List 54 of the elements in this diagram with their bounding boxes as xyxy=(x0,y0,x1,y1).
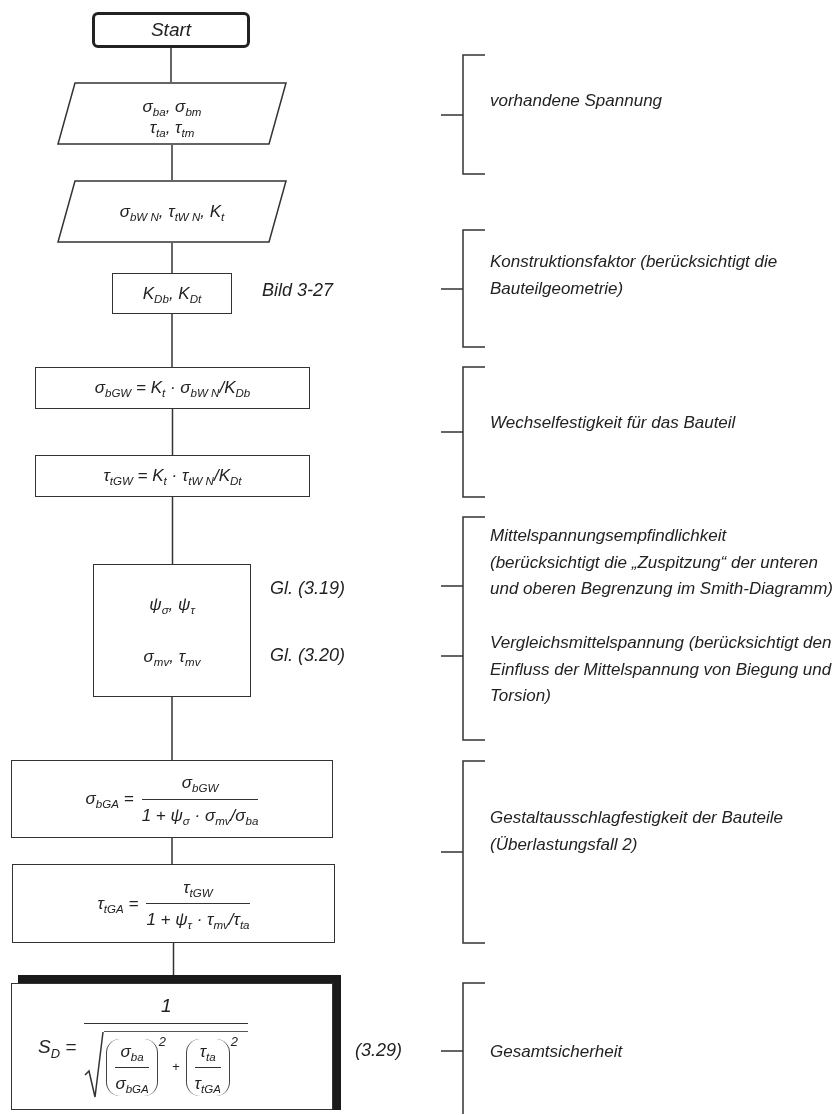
annotation-text: Wechselfestigkeit für das Bauteil xyxy=(490,412,737,434)
formula-text: τ$_{tGW}$ = K$_{t}$ · τ$_{tW N}$/K$_{Dt}$ xyxy=(103,465,242,487)
reference-text: Gl. (3.19) xyxy=(270,578,346,599)
formula-text: τ$_{ta}$ xyxy=(199,1040,216,1062)
formula-text: 1 xyxy=(160,994,172,1018)
formula-text: σ$_{bGW}$ xyxy=(181,772,219,794)
connector-line xyxy=(171,696,173,761)
formula-text: τ$_{ta}$, τ$_{tm}$ xyxy=(149,117,195,139)
formula-text: σ$_{ba}$, σ$_{bm}$ xyxy=(142,96,202,118)
connector-line xyxy=(170,47,172,83)
formula-text: τ$_{tGA}$ xyxy=(194,1072,221,1095)
connector-line xyxy=(171,496,174,565)
formula-text: τ$_{tGW}$ xyxy=(183,876,213,898)
formula-text: K$_{Db}$, K$_{Dt}$ xyxy=(142,282,202,305)
process-box xyxy=(12,864,335,943)
formula-text: σ$_{ba}$ xyxy=(120,1040,144,1062)
formula-text: σ$_{mv}$, τ$_{mv}$ xyxy=(143,645,201,667)
process-box xyxy=(35,455,310,497)
annotation-text: Vergleichsmittelspannung (berücksichtigt den Einfluss der Mittelspannung von Biegung und Torsion) xyxy=(490,632,833,707)
reference-text: (3.29) xyxy=(355,1040,403,1061)
formula-text: σ$_{bW N}$, τ$_{tW N}$, K$_{t}$ xyxy=(119,200,225,223)
start-terminal xyxy=(92,12,250,48)
formula-text: σ$_{bGA}$ xyxy=(115,1072,149,1095)
process-box xyxy=(93,564,251,697)
exponent-text: 2 xyxy=(158,1033,166,1049)
connector-line xyxy=(171,242,173,274)
connector-line xyxy=(172,942,175,976)
annotation-text: Mittelspannungsempfindlichkeit (berücksichtigt die „Zuspitzung“ der unteren und oberen Begrenzung im Smith-Diagramm) xyxy=(490,525,834,600)
reference-text: Gl. (3.20) xyxy=(270,645,346,666)
formula-text: 1 + ψ$_{σ}$ · σ$_{mv}$/σ$_{ba}$ xyxy=(141,804,259,826)
connector-line xyxy=(171,837,173,865)
process-box xyxy=(35,367,310,409)
connector-line xyxy=(171,313,173,368)
operator-text: + xyxy=(172,1059,180,1076)
formula-text: τ$_{tGA}$ = xyxy=(97,892,139,915)
annotation-text: Konstruktionsfaktor (berücksichtigt die Bauteilgeometrie) xyxy=(490,251,779,300)
formula-text: ψ$_{σ}$, ψ$_{τ}$ xyxy=(149,594,195,616)
annotation-text: Gestaltausschlagfestigkeit der Bauteile (Überlastungsfall 2) xyxy=(490,807,784,856)
result-box xyxy=(11,975,341,1110)
input-parallelogram xyxy=(57,82,287,145)
formula-text: S$_{D}$ = xyxy=(38,1034,77,1059)
formula-text: σ$_{bGW}$ = K$_{t}$ · σ$_{bW N}$/K$_{Db}$ xyxy=(94,377,251,399)
start-text: Start xyxy=(150,18,192,42)
annotation-text: Gesamtsicherheit xyxy=(490,1041,624,1063)
exponent-text: 2 xyxy=(230,1033,239,1049)
input-parallelogram xyxy=(57,180,287,243)
connector-line xyxy=(171,144,173,181)
connector-line xyxy=(171,408,174,456)
formula-text: σ$_{bGA}$ = xyxy=(85,788,134,810)
process-box xyxy=(11,760,333,838)
process-box xyxy=(112,273,232,314)
reference-text: Bild 3-27 xyxy=(262,280,334,301)
formula-text: 1 + ψ$_{τ}$ · τ$_{mv}$/τ$_{ta}$ xyxy=(146,909,250,931)
annotation-text: vorhandene Spannung xyxy=(490,90,664,112)
